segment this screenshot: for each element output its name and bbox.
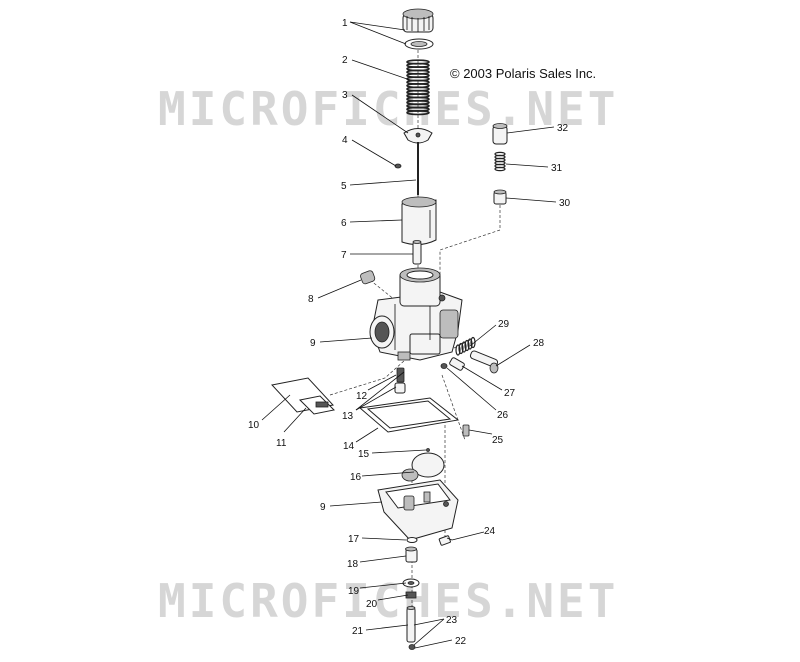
callout-16: 16	[350, 472, 362, 483]
spring-coil	[494, 166, 506, 172]
callout-18: 18	[347, 559, 359, 570]
spring-coil	[470, 336, 476, 349]
part-30-31-32-adjuster	[492, 123, 508, 205]
part-16-float	[401, 452, 445, 482]
part-2-spring	[406, 59, 430, 116]
watermark-top: MICROFICHES.NET	[158, 82, 619, 136]
callout-6: 6	[341, 218, 347, 229]
callout-17: 17	[348, 534, 360, 545]
part-3-plate	[403, 128, 433, 144]
callout-23: 23	[446, 615, 458, 626]
callout-27: 27	[504, 388, 516, 399]
callout-14: 14	[343, 441, 355, 452]
callout-10: 10	[248, 420, 260, 431]
spring-coil	[455, 344, 461, 356]
part-1-cap	[402, 8, 434, 50]
spring-coil	[458, 342, 464, 355]
part-24-screw	[438, 535, 453, 546]
part-9-carb-body	[369, 267, 463, 361]
callout-7: 7	[341, 250, 347, 261]
spring-coil	[461, 341, 467, 353]
part-25-screw	[462, 424, 470, 437]
part-9-float-bowl	[377, 479, 459, 541]
callout-numbers: 1 2 3 4 5 6 7 8 9 10 11 12 13 14 15 16 9…	[248, 18, 571, 647]
part-6-slide	[401, 196, 437, 246]
callout-11: 11	[276, 438, 287, 449]
callout-8: 8	[308, 294, 314, 305]
callout-28: 28	[533, 338, 545, 349]
callout-24: 24	[484, 526, 496, 537]
callout-20: 20	[366, 599, 378, 610]
callout-22: 22	[455, 636, 467, 647]
callout-1: 1	[342, 18, 348, 29]
callout-31: 31	[551, 163, 563, 174]
callout-3: 3	[342, 90, 348, 101]
callout-12: 12	[356, 391, 368, 402]
watermark-bottom: MICROFICHES.NET	[158, 574, 619, 628]
callout-4: 4	[342, 135, 348, 146]
part-17-18-drain	[405, 537, 418, 563]
callout-13: 13	[342, 411, 354, 422]
part-26-27-idle	[440, 357, 465, 371]
part-8-plug	[360, 270, 376, 285]
part-21-22-23-tube	[406, 606, 416, 650]
part-12-13-jets	[394, 367, 406, 394]
callout-21: 21	[352, 626, 364, 637]
callout-32: 32	[557, 123, 569, 134]
part-28-29-stop	[455, 336, 499, 374]
spring-coil	[464, 339, 470, 352]
spring-coil	[406, 109, 430, 116]
part-4-clip	[394, 163, 402, 169]
part-15-pin	[426, 448, 430, 452]
part-14-gasket	[358, 397, 460, 433]
callout-19: 19	[348, 586, 360, 597]
callout-29: 29	[498, 319, 510, 330]
callout-9: 9	[310, 338, 316, 349]
part-7-jet	[412, 240, 422, 265]
copyright-notice: © 2003 Polaris Sales Inc.	[450, 66, 597, 81]
callout-25: 25	[492, 435, 504, 446]
callout-9b: 9	[320, 502, 326, 513]
leader-lines	[261, 21, 557, 649]
callout-2: 2	[342, 55, 348, 66]
callout-26: 26	[497, 410, 509, 421]
callout-30: 30	[559, 198, 571, 209]
callout-15: 15	[358, 449, 370, 460]
part-10-11-tags	[271, 377, 336, 415]
callout-5: 5	[341, 181, 347, 192]
